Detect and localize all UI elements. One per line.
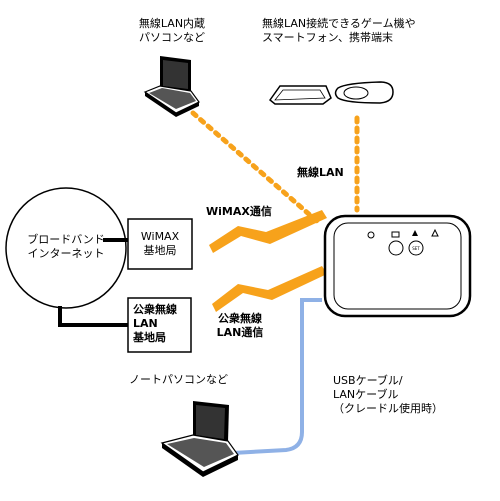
public-station-box — [127, 297, 192, 353]
router-icon: SET — [323, 214, 472, 318]
notebook-pc-label: ノートパソコンなど — [129, 373, 228, 386]
laptop-icon — [143, 56, 200, 117]
wimax-signal-bolt — [209, 210, 327, 253]
cable-label: USBケーブル/ LANケーブル （クレードル使用時） — [333, 374, 443, 415]
broadband-internet-circle — [5, 187, 127, 309]
wireless-lan-label: 無線LAN — [297, 166, 344, 179]
smartphone-icon — [334, 81, 394, 104]
router-set-button — [408, 240, 424, 256]
router-set-label: SET — [412, 246, 420, 251]
wireless-link-laptop — [190, 110, 321, 225]
public-station-link — [58, 306, 128, 327]
wireless-devices-label: 無線LAN接続できるゲーム機や スマートフォン、携帯端末 — [262, 17, 416, 44]
public-lan-signal-bolt — [212, 266, 327, 312]
wifi-icon — [412, 228, 439, 237]
game-device-icon — [268, 85, 332, 105]
wimax-station-label: WiMAX 基地局 — [140, 230, 180, 257]
wimax-station-box — [127, 218, 193, 270]
public-station-label: 公衆無線 LAN 基地局 — [133, 303, 177, 344]
broadband-internet-label: ブロードバンド インターネット — [27, 233, 105, 260]
wimax-comm-label: WiMAX通信 — [206, 205, 272, 218]
cable-line — [214, 298, 322, 456]
power-icon — [367, 231, 375, 239]
router-power-button — [388, 240, 404, 256]
wireless-pc-label: 無線LAN内蔵 パソコンなど — [138, 17, 206, 44]
battery-icon — [391, 231, 400, 238]
public-lan-comm-label: 公衆無線 LAN通信 — [216, 312, 264, 339]
laptop-icon — [160, 401, 239, 477]
